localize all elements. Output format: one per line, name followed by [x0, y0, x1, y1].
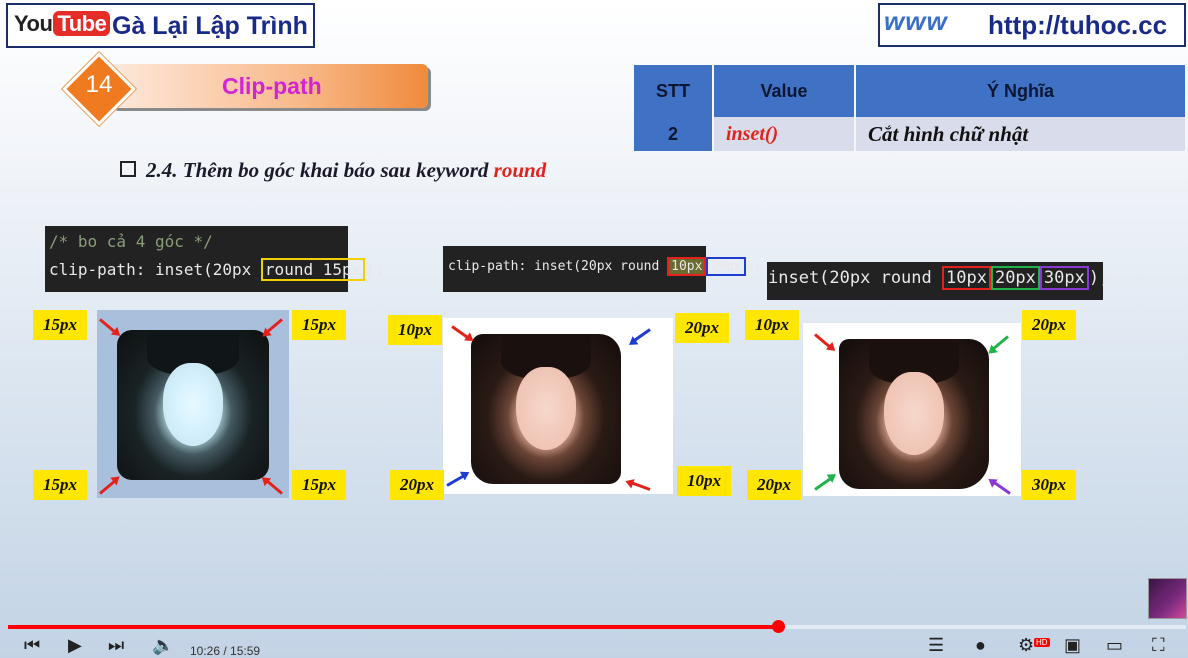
- chapters-icon[interactable]: ☰: [928, 635, 945, 655]
- table-cell-stt: 2: [634, 117, 712, 151]
- corner-label-bottom-right: 15px: [292, 470, 346, 500]
- section-title: Clip-path: [222, 73, 322, 99]
- code-suffix: );: [745, 259, 762, 274]
- code-suffix: );: [365, 260, 385, 279]
- settings-gear-icon[interactable]: ⚙: [1018, 635, 1035, 655]
- website-url: http://tuhoc.cc: [988, 10, 1168, 40]
- code-comment: /* bo cả 4 góc */: [49, 232, 213, 251]
- photo-face: [516, 367, 576, 450]
- code-highlight-yellow: round 15px: [260, 258, 366, 281]
- value-table: STT Value Ý Nghĩa 2 inset() Cắt hình chữ…: [632, 65, 1187, 151]
- endscreen-video-thumbnail[interactable]: [1148, 578, 1187, 619]
- demo-panel-2: [443, 318, 673, 494]
- corner-label-top-left: 15px: [33, 310, 87, 340]
- code-highlight-purple: 30px: [1039, 266, 1089, 290]
- website-box: [878, 3, 1186, 47]
- section-banner: [110, 64, 428, 108]
- corner-label-top-left: 10px: [388, 315, 442, 345]
- demo-panel-1: [97, 310, 289, 498]
- corner-label-bottom-left: 20px: [390, 470, 444, 500]
- miniplayer-icon[interactable]: ▣: [1064, 635, 1082, 655]
- code-highlight-red: 10px: [942, 266, 991, 290]
- demo-photo-2: [471, 334, 621, 484]
- autoplay-icon[interactable]: ●: [975, 635, 986, 655]
- youtube-logo-tube: Tube: [53, 11, 111, 36]
- code-snippet-1: /* bo cả 4 góc */ clip-path: inset(20px …: [45, 226, 385, 292]
- demo-panel-3: [803, 323, 1021, 496]
- theater-mode-icon[interactable]: ▭: [1106, 635, 1124, 655]
- code-line: clip-path: inset(20px round 15px);: [49, 258, 385, 281]
- table-cell-value: inset(): [714, 117, 854, 151]
- demo-photo-1: [117, 330, 269, 480]
- table-header-stt: STT: [634, 65, 712, 117]
- corner-label-top-left: 10px: [745, 310, 799, 340]
- code-prefix: clip-path: inset(20px: [49, 260, 261, 279]
- hd-badge: HD: [1034, 638, 1050, 647]
- code-prefix: inset(20px round: [768, 268, 942, 288]
- progress-scrubber[interactable]: [772, 620, 785, 633]
- youtube-logo-you: You: [14, 11, 53, 36]
- subtitle: 2.4. Thêm bo góc khai báo sau keyword ro…: [146, 158, 546, 183]
- fullscreen-icon[interactable]: ⛶: [1152, 635, 1165, 655]
- progress-bar-played: [8, 625, 778, 629]
- corner-label-bottom-right: 10px: [677, 466, 731, 496]
- code-highlight-blue: 20px: [706, 257, 746, 276]
- corner-label-top-right: 15px: [292, 310, 346, 340]
- www-globe-logo: www: [884, 6, 948, 36]
- table-cell-meaning: Cắt hình chữ nhật: [856, 117, 1185, 151]
- code-prefix: clip-path: inset(20px round: [448, 259, 668, 274]
- bullet-checkbox-icon: [120, 161, 136, 177]
- corner-label-top-right: 20px: [1022, 310, 1076, 340]
- table-header-value: Value: [714, 65, 854, 117]
- corner-label-bottom-right: 30px: [1022, 470, 1076, 500]
- subtitle-text: 2.4. Thêm bo góc khai báo sau keyword: [146, 158, 494, 182]
- table-header-meaning: Ý Nghĩa: [856, 65, 1185, 117]
- time-display: 10:26 / 15:59: [190, 644, 261, 658]
- code-suffix: );: [1088, 268, 1110, 288]
- play-icon[interactable]: ▶: [68, 635, 82, 655]
- corner-label-top-right: 20px: [675, 313, 729, 343]
- photo-face: [884, 372, 944, 455]
- code-highlight-red: 10px: [667, 257, 707, 276]
- section-number: 14: [85, 71, 113, 98]
- volume-icon[interactable]: 🔈: [152, 635, 175, 655]
- channel-name: Gà Lại Lập Trình: [112, 12, 308, 40]
- code-highlight-green: 20px: [990, 266, 1040, 290]
- photo-face: [162, 363, 224, 446]
- demo-photo-3: [839, 339, 989, 489]
- subtitle-keyword: round: [493, 158, 547, 182]
- corner-label-bottom-left: 20px: [747, 470, 801, 500]
- previous-icon[interactable]: ⏮: [24, 635, 41, 655]
- next-icon[interactable]: ⏭: [108, 635, 125, 655]
- corner-label-bottom-left: 15px: [33, 470, 87, 500]
